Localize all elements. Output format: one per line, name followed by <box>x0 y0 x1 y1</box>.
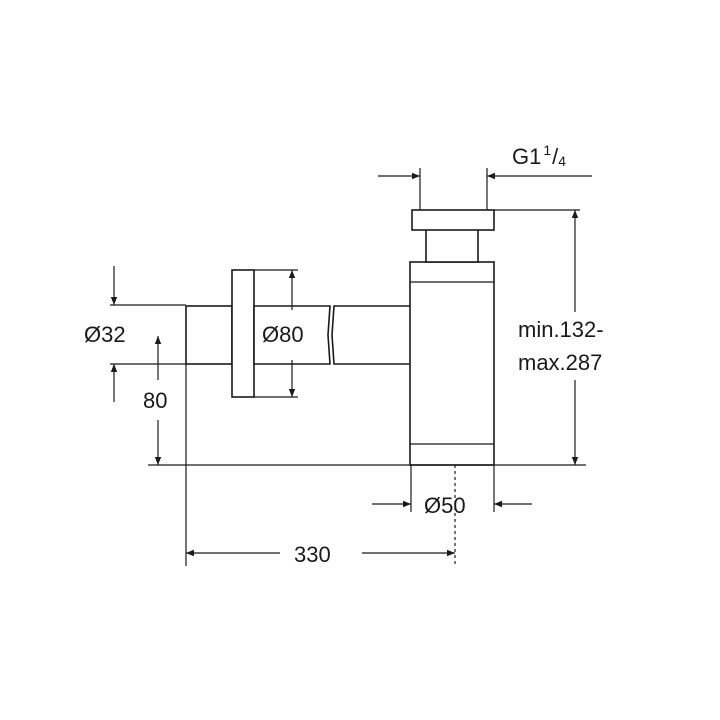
wall-pipe-stub <box>185 305 233 365</box>
horizontal-pipe-right <box>331 305 419 365</box>
outlet-height-label: 80 <box>143 388 167 413</box>
wall-distance-label: 330 <box>294 542 331 567</box>
trap-neck <box>425 227 479 263</box>
pipe-diameter-label: Ø32 <box>84 322 126 347</box>
extension-lines <box>110 168 586 566</box>
trap-top-nut <box>411 209 495 231</box>
dimension-lines <box>110 172 592 557</box>
trap-body <box>409 261 495 466</box>
height-range-label-2: max.287 <box>518 350 602 375</box>
horizontal-pipe-left <box>253 305 331 365</box>
rosette-diameter-label: Ø80 <box>262 322 304 347</box>
trap-outline <box>185 209 495 466</box>
wall-rosette <box>231 269 255 398</box>
height-range-label-1: min.132- <box>518 317 604 342</box>
body-diameter-label: Ø50 <box>424 493 466 518</box>
